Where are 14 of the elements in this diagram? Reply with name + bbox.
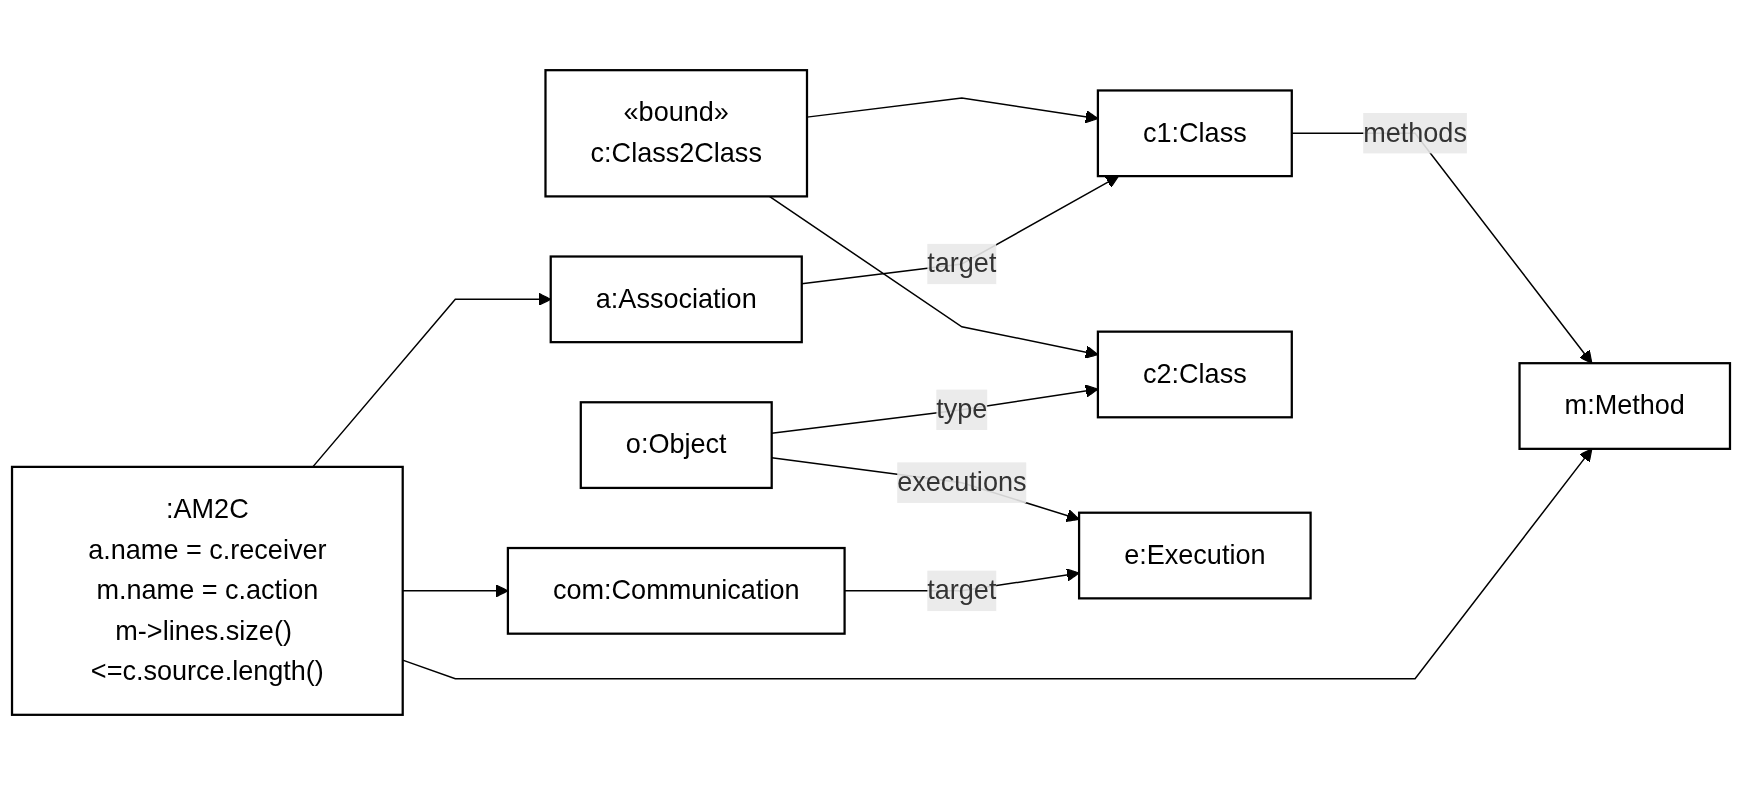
node-box: m:Method	[1518, 362, 1732, 450]
node-box: c2:Class	[1096, 330, 1293, 419]
edge-label: executions	[897, 466, 1027, 497]
edge-label: methods	[1363, 117, 1467, 148]
node-box: o:Object	[579, 401, 773, 490]
node-box: com:Communication	[506, 546, 846, 635]
node-box: «bound» c:Class2Class	[544, 69, 809, 198]
node-box: a:Association	[549, 255, 803, 344]
node-box: :AM2C a.name = c.receiver m.name = c.action m->lines.size() <=c.source.length()	[10, 465, 404, 716]
edge-label: target	[927, 575, 997, 606]
node-box: e:Execution	[1077, 511, 1312, 600]
edge-label: type	[936, 394, 988, 425]
node-box: c1:Class	[1096, 89, 1293, 178]
edge-label: target	[927, 248, 997, 279]
